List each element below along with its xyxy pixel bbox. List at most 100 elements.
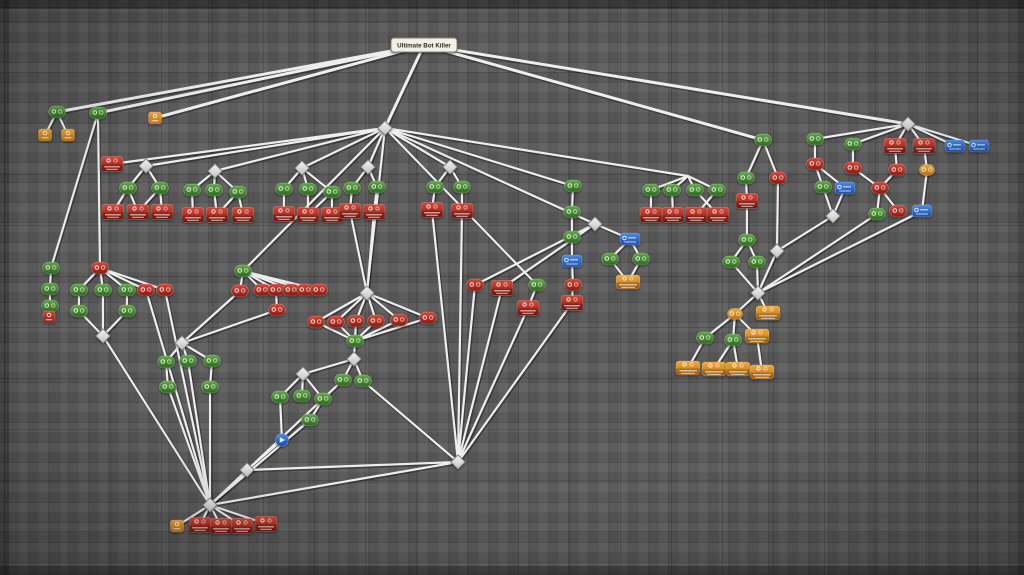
composite-green-node[interactable] (346, 334, 364, 348)
action-red-node-with-caption[interactable] (338, 203, 362, 219)
action-blue-node[interactable] (561, 254, 583, 268)
composite-green-node[interactable] (354, 374, 372, 388)
action-red-node[interactable] (310, 283, 328, 297)
action-orange-node[interactable] (727, 308, 743, 320)
action-red-node-with-caption[interactable] (661, 207, 685, 223)
composite-green-node[interactable] (41, 299, 59, 313)
action-blue-node[interactable] (944, 139, 966, 153)
action-red-node[interactable] (844, 161, 862, 175)
decorator-diamond-node[interactable] (207, 163, 223, 179)
action-red-node-with-caption[interactable] (706, 207, 730, 223)
composite-green-node[interactable] (737, 171, 755, 185)
action-red-node-with-caption[interactable] (684, 207, 708, 223)
composite-green-node[interactable] (70, 283, 88, 297)
action-red-node-with-caption[interactable] (188, 517, 212, 533)
composite-green-node[interactable] (301, 413, 319, 427)
action-red-node[interactable] (367, 314, 385, 328)
action-red-node-with-caption[interactable] (230, 518, 254, 534)
composite-green-node[interactable] (806, 132, 824, 146)
composite-green-node[interactable] (89, 106, 107, 120)
action-red-node-with-caption[interactable] (420, 202, 444, 218)
decorator-diamond-node[interactable] (202, 497, 218, 513)
action-red-node-with-caption[interactable] (126, 204, 150, 220)
composite-green-node[interactable] (814, 180, 832, 194)
composite-green-node[interactable] (754, 133, 772, 147)
action-red-node-with-caption[interactable] (490, 280, 514, 296)
composite-green-node[interactable] (663, 183, 681, 197)
action-red-node[interactable] (327, 315, 345, 329)
action-red-node[interactable] (268, 303, 286, 317)
action-red-node-with-caption[interactable] (205, 207, 229, 223)
decorator-diamond-node[interactable] (295, 366, 311, 382)
action-red-node[interactable] (769, 171, 787, 185)
decorator-diamond-node[interactable] (346, 351, 362, 367)
action-red-node[interactable] (806, 157, 824, 171)
decorator-diamond-node[interactable] (359, 285, 375, 301)
decorator-diamond-node[interactable] (587, 216, 603, 232)
composite-green-node[interactable] (314, 392, 332, 406)
composite-green-node[interactable] (293, 389, 311, 403)
composite-green-node[interactable] (41, 282, 59, 296)
decorator-diamond-node[interactable] (769, 243, 785, 259)
action-red-node[interactable] (156, 283, 174, 297)
action-red-node[interactable] (137, 283, 155, 297)
composite-green-node[interactable] (453, 180, 471, 194)
action-orange-square-node[interactable] (38, 128, 52, 142)
action-blue-node[interactable] (968, 139, 990, 153)
composite-green-node[interactable] (119, 181, 137, 195)
composite-green-node[interactable] (271, 390, 289, 404)
action-orange-node-with-caption[interactable] (749, 364, 775, 380)
action-orange-node-with-caption[interactable] (675, 360, 701, 376)
decorator-diamond-node[interactable] (750, 285, 766, 301)
action-red-node[interactable] (466, 278, 484, 292)
action-red-node[interactable] (267, 283, 285, 297)
action-orange-square-node[interactable] (148, 111, 162, 125)
composite-green-node[interactable] (48, 105, 66, 119)
composite-green-node[interactable] (323, 185, 341, 199)
action-red-node-with-caption[interactable] (231, 207, 255, 223)
root-node-label[interactable]: Ultimate Bot Killer (390, 37, 458, 53)
composite-green-node[interactable] (157, 355, 175, 369)
composite-green-node[interactable] (183, 183, 201, 197)
composite-green-node[interactable] (203, 354, 221, 368)
composite-green-node[interactable] (528, 278, 546, 292)
action-red-node-with-caption[interactable] (516, 300, 540, 316)
composite-green-node[interactable] (343, 181, 361, 195)
composite-green-node[interactable] (368, 180, 386, 194)
composite-green-node[interactable] (686, 183, 704, 197)
composite-green-node[interactable] (868, 207, 886, 221)
composite-green-node[interactable] (151, 181, 169, 195)
decorator-diamond-node[interactable] (294, 160, 310, 176)
composite-green-node[interactable] (70, 304, 88, 318)
decorator-diamond-node[interactable] (377, 120, 393, 136)
composite-green-node[interactable] (844, 137, 862, 151)
action-red-node[interactable] (296, 283, 314, 297)
action-blue-node[interactable] (619, 232, 641, 246)
composite-green-node[interactable] (299, 182, 317, 196)
action-red-node[interactable] (564, 278, 582, 292)
action-orange-node[interactable] (919, 164, 935, 176)
composite-green-node[interactable] (601, 252, 619, 266)
composite-green-node[interactable] (426, 180, 444, 194)
composite-green-node[interactable] (118, 283, 136, 297)
action-red-node[interactable] (307, 315, 325, 329)
action-red-node[interactable] (888, 163, 906, 177)
action-orange-square-node[interactable] (170, 519, 184, 533)
action-red-node-with-caption[interactable] (735, 193, 759, 209)
action-red-node-with-caption[interactable] (560, 295, 584, 311)
action-red-node-with-caption[interactable] (639, 207, 663, 223)
decorator-diamond-node[interactable] (360, 159, 376, 175)
decorator-diamond-node[interactable] (239, 462, 255, 478)
action-red-node[interactable] (889, 204, 907, 218)
action-orange-square-node[interactable] (61, 128, 75, 142)
action-red-node-with-caption[interactable] (100, 156, 124, 172)
composite-green-node[interactable] (564, 179, 582, 193)
composite-green-node[interactable] (748, 255, 766, 269)
decorator-diamond-node[interactable] (450, 454, 466, 470)
action-red-node-with-caption[interactable] (296, 207, 320, 223)
action-red-node-with-caption[interactable] (883, 138, 907, 154)
decorator-diamond-node[interactable] (138, 158, 154, 174)
action-red-node-with-caption[interactable] (181, 207, 205, 223)
composite-green-node[interactable] (42, 261, 60, 275)
decorator-diamond-node[interactable] (442, 159, 458, 175)
